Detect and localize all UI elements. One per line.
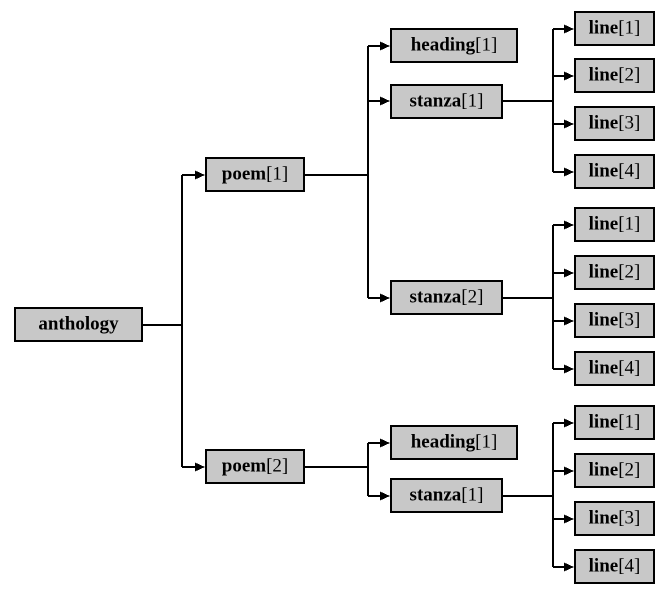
- node-label-s11line1: line[1]: [589, 18, 641, 39]
- node-box-s12line1[interactable]: [574, 207, 655, 242]
- node-box-s12line2[interactable]: [574, 255, 655, 290]
- arrow-s12line3-head: [564, 316, 574, 326]
- node-s12line4[interactable]: line[4]: [574, 351, 655, 386]
- node-p2heading1[interactable]: heading[1]: [390, 425, 518, 460]
- node-box-poem1[interactable]: [205, 157, 305, 192]
- node-label-p1stanza1: stanza[1]: [410, 91, 484, 112]
- node-s21line3[interactable]: line[3]: [574, 501, 655, 536]
- arrow-s12line2-head: [564, 268, 574, 278]
- node-s11line3[interactable]: line[3]: [574, 106, 655, 141]
- arrow-poem1-head: [195, 170, 205, 180]
- node-box-s21line4[interactable]: [574, 549, 655, 584]
- node-label-s21line2: line[2]: [589, 460, 641, 481]
- node-label-s12line4: line[4]: [589, 358, 641, 379]
- node-label-s11line3: line[3]: [589, 113, 641, 134]
- node-label-poem2: poem[2]: [222, 456, 288, 477]
- node-label-s12line1: line[1]: [589, 214, 641, 235]
- node-box-s11line1[interactable]: [574, 11, 655, 46]
- edge-arrows-layer: [182, 24, 574, 572]
- arrow-p1stanza2-head: [380, 293, 390, 303]
- arrow-s11line3-head: [564, 119, 574, 129]
- node-label-poem1: poem[1]: [222, 164, 288, 185]
- node-label-p1heading1: heading[1]: [411, 35, 498, 56]
- arrow-s21line4-head: [564, 562, 574, 572]
- node-p2stanza1[interactable]: stanza[1]: [390, 478, 503, 513]
- node-p1heading1[interactable]: heading[1]: [390, 28, 518, 63]
- node-label-p2stanza1: stanza[1]: [410, 485, 484, 506]
- arrow-s12line1-head: [564, 220, 574, 230]
- node-box-s21line1[interactable]: [574, 405, 655, 440]
- node-box-p2stanza1[interactable]: [390, 478, 503, 513]
- node-s12line2[interactable]: line[2]: [574, 255, 655, 290]
- node-label-p1stanza2: stanza[2]: [410, 287, 484, 308]
- node-label-s11line4: line[4]: [589, 161, 641, 182]
- node-s11line4[interactable]: line[4]: [574, 154, 655, 189]
- node-label-s12line3: line[3]: [589, 310, 641, 331]
- node-s21line4[interactable]: line[4]: [574, 549, 655, 584]
- node-box-s12line3[interactable]: [574, 303, 655, 338]
- node-label-s21line3: line[3]: [589, 508, 641, 529]
- arrow-s11line4-head: [564, 167, 574, 177]
- node-s12line3[interactable]: line[3]: [574, 303, 655, 338]
- node-anthology[interactable]: anthology: [14, 307, 143, 342]
- arrow-s11line1-head: [564, 24, 574, 34]
- node-label-s21line1: line[1]: [589, 412, 641, 433]
- node-s21line1[interactable]: line[1]: [574, 405, 655, 440]
- node-box-p1stanza1[interactable]: [390, 84, 503, 119]
- node-s11line1[interactable]: line[1]: [574, 11, 655, 46]
- arrow-p1heading1-head: [380, 41, 390, 51]
- node-box-p2heading1[interactable]: [390, 425, 518, 460]
- node-s21line2[interactable]: line[2]: [574, 453, 655, 488]
- node-box-poem2[interactable]: [205, 449, 305, 484]
- node-box-s12line4[interactable]: [574, 351, 655, 386]
- edge-buses-layer: [181, 29, 554, 567]
- arrow-s21line1-head: [564, 418, 574, 428]
- node-p1stanza2[interactable]: stanza[2]: [390, 280, 503, 315]
- node-label-s11line2: line[2]: [589, 65, 641, 86]
- node-box-s11line3[interactable]: [574, 106, 655, 141]
- node-label-s21line4: line[4]: [589, 556, 641, 577]
- node-poem2[interactable]: poem[2]: [205, 449, 305, 484]
- node-box-s11line2[interactable]: [574, 58, 655, 93]
- node-box-s21line3[interactable]: [574, 501, 655, 536]
- node-box-anthology[interactable]: [14, 307, 143, 342]
- arrow-s11line2-head: [564, 71, 574, 81]
- node-s12line1[interactable]: line[1]: [574, 207, 655, 242]
- node-s11line2[interactable]: line[2]: [574, 58, 655, 93]
- arrow-p2heading1-head: [380, 438, 390, 448]
- node-box-p1heading1[interactable]: [390, 28, 518, 63]
- node-box-s21line2[interactable]: [574, 453, 655, 488]
- nodes-layer: anthology poem[1] poem[2] heading[1] stanza[…: [14, 11, 655, 584]
- arrow-p1stanza1-head: [380, 96, 390, 106]
- arrow-poem2-head: [195, 462, 205, 472]
- node-label-p2heading1: heading[1]: [411, 432, 498, 453]
- node-label-s12line2: line[2]: [589, 262, 641, 283]
- node-p1stanza1[interactable]: stanza[1]: [390, 84, 503, 119]
- arrow-s21line3-head: [564, 514, 574, 524]
- arrow-p2stanza1-head: [380, 491, 390, 501]
- edge-stems-layer: [143, 100, 553, 497]
- node-box-s11line4[interactable]: [574, 154, 655, 189]
- node-box-p1stanza2[interactable]: [390, 280, 503, 315]
- arrow-s21line2-head: [564, 466, 574, 476]
- arrow-s12line4-head: [564, 364, 574, 374]
- node-label-anthology: anthology: [38, 314, 119, 335]
- node-poem1[interactable]: poem[1]: [205, 157, 305, 192]
